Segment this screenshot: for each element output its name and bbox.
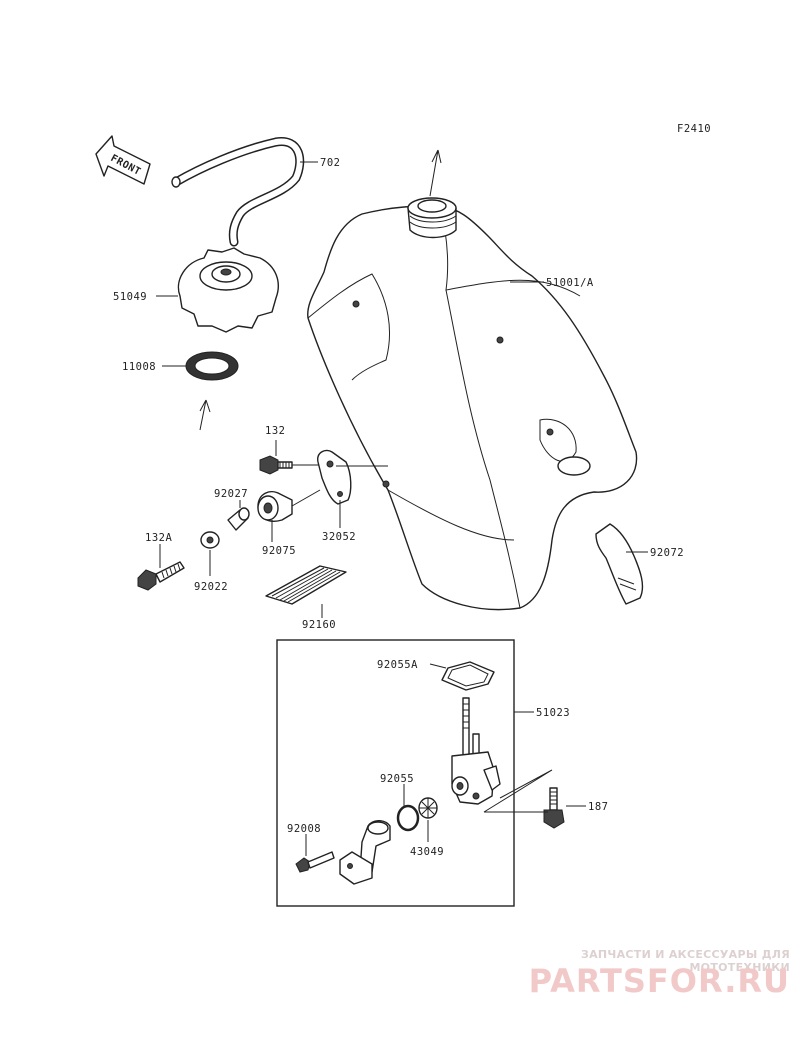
- collar: [227, 507, 250, 531]
- label-strap: 92072: [650, 547, 684, 559]
- watermark-logo: PARTSFOR.RU: [528, 962, 790, 1000]
- label-washer: 92022: [194, 581, 228, 593]
- label-bolt-187: 187: [588, 801, 608, 813]
- cock-pickup: [339, 820, 391, 885]
- bolt-187: [543, 787, 565, 829]
- washer: [200, 531, 220, 549]
- bolt-132: [259, 455, 293, 475]
- label-filter: 43049: [410, 846, 444, 858]
- o-ring: [396, 804, 420, 832]
- label-bolt-132a: 132A: [145, 532, 172, 544]
- bolt-132a: [137, 561, 185, 591]
- bracket: [317, 449, 352, 505]
- fuel-cap: [177, 247, 279, 333]
- breather-hose: [171, 137, 305, 247]
- pad: [265, 565, 347, 605]
- label-gasket: 11008: [122, 361, 156, 373]
- fuel-cock-box: [276, 639, 515, 907]
- cap-gasket: [185, 351, 239, 381]
- filler-neck: [407, 197, 457, 239]
- strap: [595, 523, 644, 605]
- label-bracket: 32052: [322, 531, 356, 543]
- front-arrow-icon: FRONT: [95, 135, 151, 185]
- screw: [295, 851, 335, 873]
- label-pad: 92160: [302, 619, 336, 631]
- fuel-cock: [451, 697, 501, 805]
- label-tank: 51001/A: [546, 277, 594, 289]
- cock-gasket: [441, 661, 495, 691]
- label-collar: 92027: [214, 488, 248, 500]
- label-bolt-132: 132: [265, 425, 285, 437]
- label-screw: 92008: [287, 823, 321, 835]
- damper: [257, 490, 293, 522]
- label-o-ring: 92055: [380, 773, 414, 785]
- label-damper: 92075: [262, 545, 296, 557]
- fuel-tank: [307, 205, 638, 611]
- label-cap: 51049: [113, 291, 147, 303]
- label-cock-gasket: 92055A: [377, 659, 418, 671]
- label-hose: 702: [320, 157, 340, 169]
- label-fuel-cock: 51023: [536, 707, 570, 719]
- watermark-tagline: ЗАПЧАСТИ И АКСЕССУАРЫ ДЛЯ МОТОТЕХНИКИ: [580, 948, 790, 974]
- filter: [418, 797, 438, 819]
- figure-code: F2410: [677, 123, 711, 135]
